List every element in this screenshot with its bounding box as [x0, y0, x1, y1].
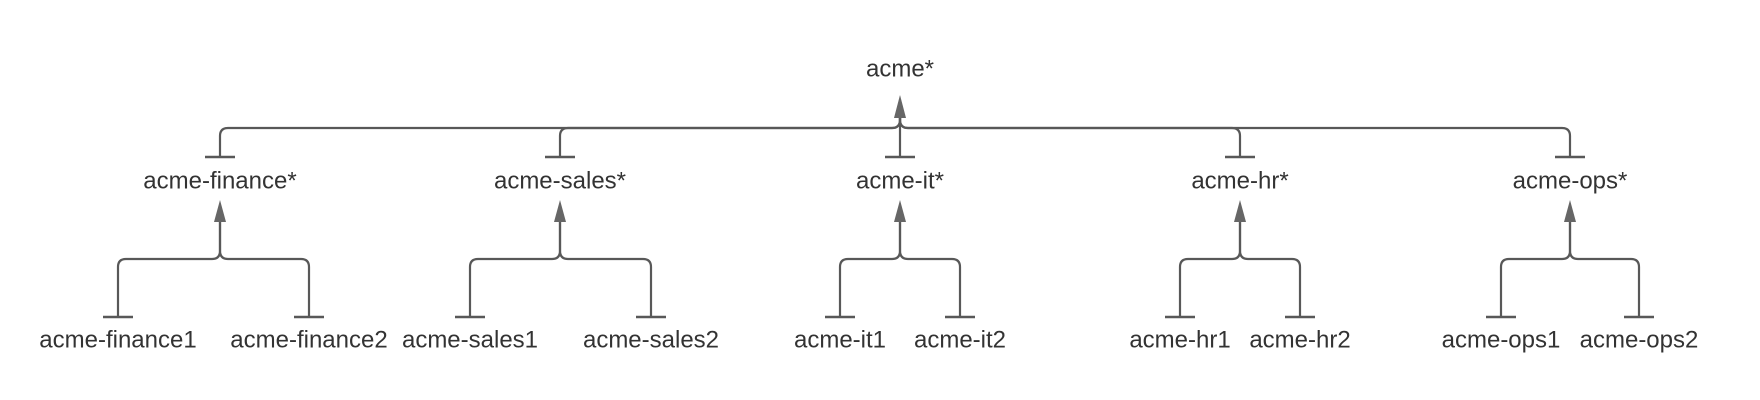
edge-acme-hr1-to-acme-hr	[1178, 221, 1242, 317]
edge-acme-it2-to-acme-it	[898, 221, 962, 317]
node-acme-finance: acme-finance*	[143, 168, 296, 195]
node-acme-finance2: acme-finance2	[230, 327, 387, 354]
node-acme-it1: acme-it1	[794, 327, 886, 354]
arrow-up-icon	[1234, 200, 1246, 222]
node-acme-ops1: acme-ops1	[1442, 327, 1561, 354]
node-acme-sales: acme-sales*	[494, 168, 626, 195]
edges-sales-subtree	[455, 200, 666, 319]
edge-acme-hr2-to-acme-hr	[1238, 221, 1302, 317]
edge-acme-sales2-to-acme-sales	[558, 221, 653, 317]
edges-it-subtree	[825, 200, 975, 319]
node-acme-hr1: acme-hr1	[1129, 327, 1230, 354]
node-labels: acme* acme-finance* acme-sales* acme-it*…	[39, 56, 1698, 354]
node-acme-sales2: acme-sales2	[583, 327, 719, 354]
edge-acme-ops-to-acme	[898, 117, 1572, 157]
node-acme-ops2: acme-ops2	[1580, 327, 1699, 354]
edge-acme-sales-to-acme	[558, 117, 902, 157]
edge-acme-finance1-to-acme-finance	[116, 221, 222, 317]
node-acme-finance1: acme-finance1	[39, 327, 196, 354]
arrow-up-icon	[894, 200, 906, 222]
node-acme-hr2: acme-hr2	[1249, 327, 1350, 354]
edge-acme-it1-to-acme-it	[838, 221, 902, 317]
arrow-up-icon	[554, 200, 566, 222]
edges-finance-subtree	[103, 200, 324, 319]
node-acme-it2: acme-it2	[914, 327, 1006, 354]
edge-acme-sales1-to-acme-sales	[468, 221, 562, 317]
edge-acme-ops1-to-acme-ops	[1499, 221, 1572, 317]
edge-acme-finance2-to-acme-finance	[218, 221, 311, 317]
arrow-up-icon	[1564, 200, 1576, 222]
arrow-up-icon	[214, 200, 226, 222]
edges-level-1	[205, 95, 1585, 159]
node-acme: acme*	[866, 56, 934, 83]
node-acme-ops: acme-ops*	[1513, 168, 1628, 195]
edge-acme-hr-to-acme	[898, 117, 1242, 157]
node-acme-it: acme-it*	[856, 168, 944, 195]
node-acme-sales1: acme-sales1	[402, 327, 538, 354]
node-acme-hr: acme-hr*	[1191, 168, 1288, 195]
edge-acme-ops2-to-acme-ops	[1568, 221, 1641, 317]
edges-ops-subtree	[1486, 200, 1654, 319]
edges-hr-subtree	[1165, 200, 1315, 319]
arrow-up-icon	[894, 95, 906, 118]
